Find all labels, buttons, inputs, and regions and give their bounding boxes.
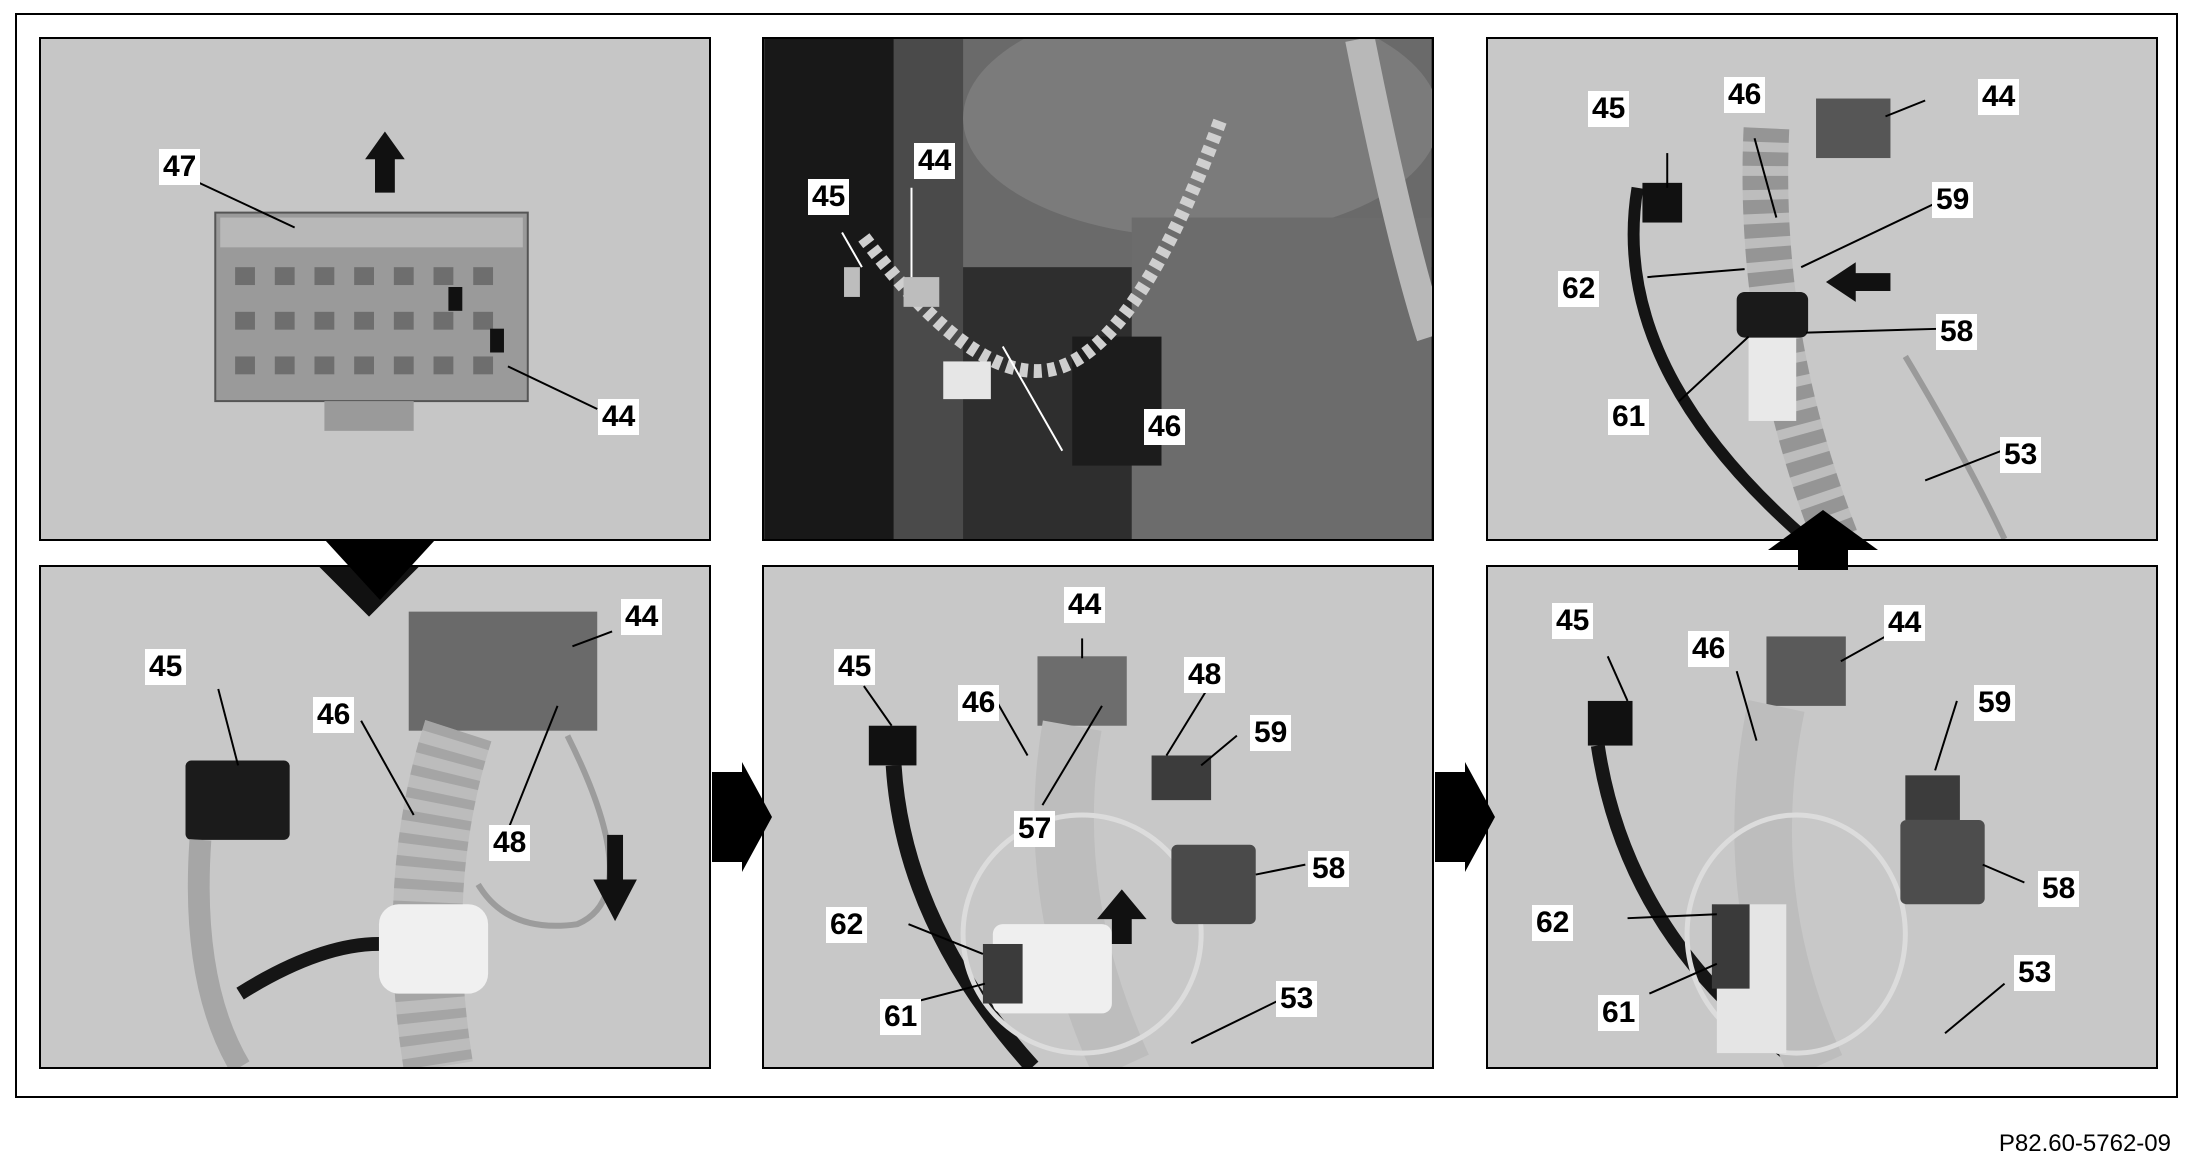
callout-53: 53: [2014, 955, 2056, 991]
callout-58: 58: [1308, 851, 1350, 887]
callout-47: 47: [159, 149, 201, 185]
callout-45: 45: [834, 649, 876, 685]
figure-reference: P82.60-5762-09: [1998, 1130, 2171, 1157]
route-harness-illustration: [764, 567, 1432, 1067]
connector-housing-illustration: [41, 39, 709, 539]
callout-62: 62: [1532, 905, 1574, 941]
callout-48: 48: [489, 825, 531, 861]
arrow-right-4-to-5: [712, 762, 772, 872]
panel-assembled-harness: 45 46 44 59 62 58 61 53: [1486, 37, 2158, 541]
callout-59: 59: [1974, 685, 2016, 721]
panel-disconnect-connector: 45 46 44 48: [39, 565, 711, 1069]
callout-61: 61: [1608, 399, 1650, 435]
panel-connect-relays: 45 46 44 59 58 62 61 53: [1486, 565, 2158, 1069]
callout-46: 46: [1144, 409, 1186, 445]
callout-61: 61: [880, 999, 922, 1035]
callout-59: 59: [1250, 715, 1292, 751]
callout-62: 62: [826, 907, 868, 943]
callout-44: 44: [621, 599, 663, 635]
callout-53: 53: [2000, 437, 2042, 473]
callout-62: 62: [1558, 271, 1600, 307]
callout-44: 44: [1978, 79, 2020, 115]
callout-46: 46: [1724, 77, 1766, 113]
connect-relays-illustration: [1488, 567, 2156, 1067]
callout-45: 45: [145, 649, 187, 685]
arrow-up-6-to-3: [1768, 510, 1878, 570]
callout-53: 53: [1276, 981, 1318, 1017]
callout-45: 45: [808, 179, 850, 215]
disconnect-connector-illustration: [41, 567, 709, 1067]
callout-44: 44: [914, 143, 956, 179]
installation-photo-illustration: [764, 39, 1432, 539]
callout-44: 44: [1884, 605, 1926, 641]
callout-46: 46: [313, 697, 355, 733]
arrow-down-1-to-4: [325, 540, 435, 600]
callout-46: 46: [958, 685, 1000, 721]
panel-connector-housing: 47 44: [39, 37, 711, 541]
callout-44: 44: [1064, 587, 1106, 623]
callout-45: 45: [1552, 603, 1594, 639]
panel-installation-location: 45 44 46: [762, 37, 1434, 541]
callout-59: 59: [1932, 182, 1974, 218]
callout-57: 57: [1014, 811, 1056, 847]
callout-58: 58: [1936, 314, 1978, 350]
callout-58: 58: [2038, 871, 2080, 907]
callout-61: 61: [1598, 995, 1640, 1031]
callout-45: 45: [1588, 91, 1630, 127]
panel-route-harness: 44 45 46 48 59 57 58 62 61 53: [762, 565, 1434, 1069]
callout-48: 48: [1184, 657, 1226, 693]
arrow-right-5-to-6: [1435, 762, 1495, 872]
callout-46: 46: [1688, 631, 1730, 667]
callout-44: 44: [598, 399, 640, 435]
